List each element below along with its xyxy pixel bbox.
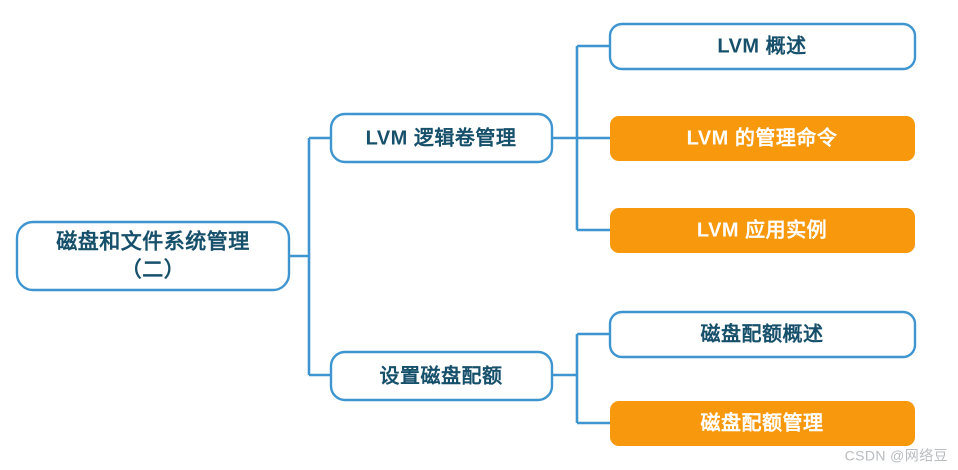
node-leaf-lvm-commands[interactable]: LVM 的管理命令 bbox=[610, 116, 915, 161]
node-branch-quota-box[interactable] bbox=[329, 350, 554, 402]
node-branch-quota-label: 设置磁盘配额 bbox=[380, 363, 503, 387]
node-leaf-lvm-example-box[interactable] bbox=[610, 208, 915, 253]
node-leaf-quota-manage-label: 磁盘配额管理 bbox=[701, 410, 824, 434]
node-leaf-quota-overview[interactable]: 磁盘配额概述 bbox=[608, 310, 917, 359]
node-leaf-lvm-commands-label: LVM 的管理命令 bbox=[687, 125, 838, 149]
connector-group bbox=[289, 44, 610, 425]
node-root[interactable]: 磁盘和文件系统管理 （二） bbox=[15, 220, 291, 292]
node-branch-lvm-box[interactable] bbox=[329, 112, 554, 164]
node-leaf-lvm-overview[interactable]: LVM 概述 bbox=[608, 22, 917, 71]
node-leaf-quota-manage-box[interactable] bbox=[610, 401, 915, 446]
node-leaf-quota-overview-box[interactable] bbox=[608, 310, 917, 359]
node-leaf-quota-overview-label: 磁盘配额概述 bbox=[701, 321, 824, 345]
node-leaf-lvm-commands-box[interactable] bbox=[610, 116, 915, 161]
node-root-label-line1: 磁盘和文件系统管理 bbox=[56, 230, 250, 254]
node-branch-lvm[interactable]: LVM 逻辑卷管理 bbox=[329, 112, 554, 164]
node-leaf-lvm-example-label: LVM 应用实例 bbox=[697, 217, 827, 241]
node-root-label-line2: （二） bbox=[121, 258, 186, 282]
node-leaf-lvm-example[interactable]: LVM 应用实例 bbox=[610, 208, 915, 253]
node-root-box[interactable] bbox=[15, 220, 291, 292]
node-branch-lvm-label: LVM 逻辑卷管理 bbox=[366, 125, 517, 149]
csdn-watermark: CSDN @网络豆 bbox=[845, 448, 948, 464]
node-leaf-quota-manage[interactable]: 磁盘配额管理 bbox=[610, 401, 915, 446]
node-leaf-lvm-overview-box[interactable] bbox=[608, 22, 917, 71]
node-leaf-lvm-overview-label: LVM 概述 bbox=[717, 34, 806, 57]
node-branch-quota[interactable]: 设置磁盘配额 bbox=[329, 350, 554, 402]
